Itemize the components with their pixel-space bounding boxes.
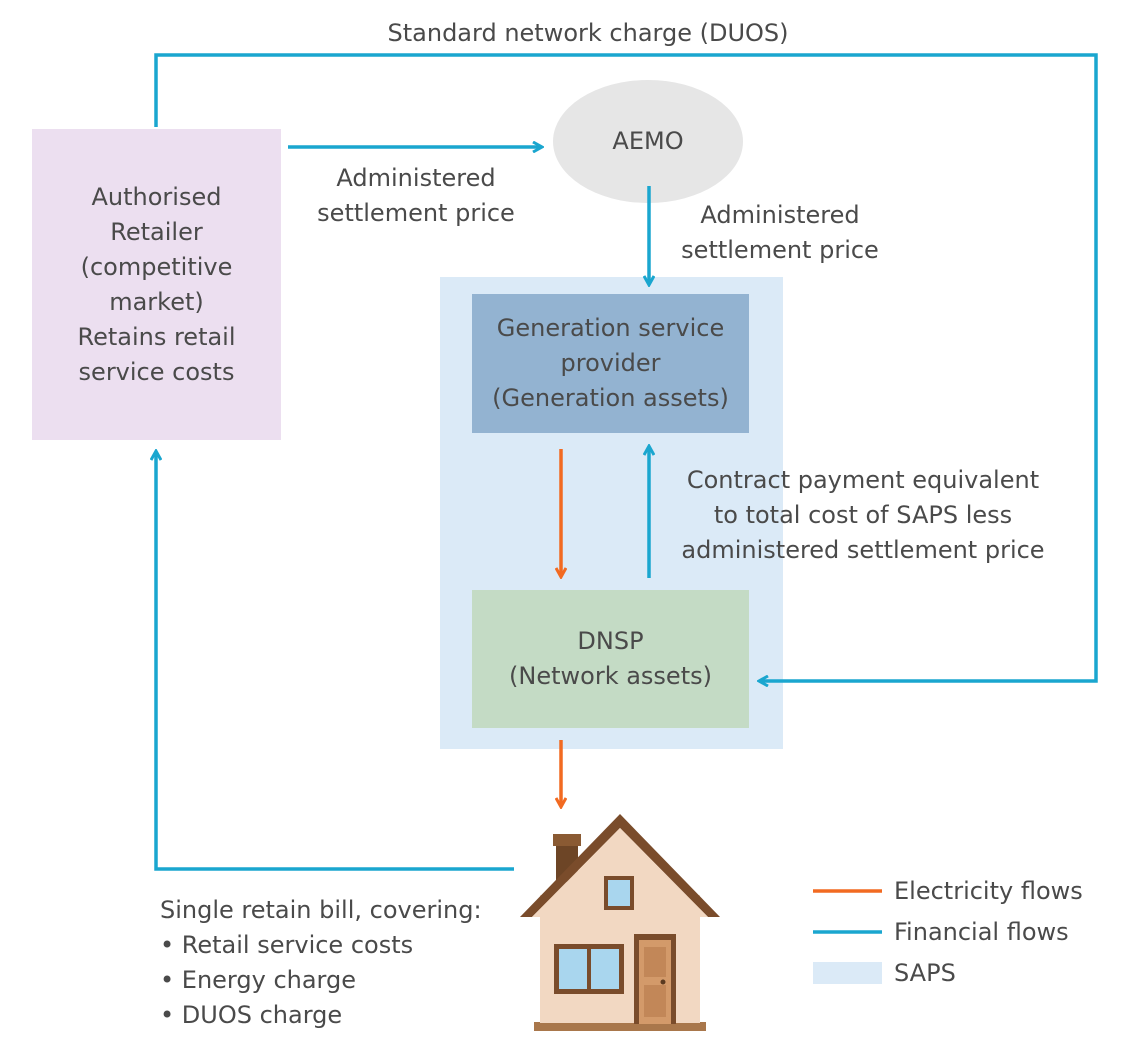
generation-service-provider-node: Generation service provider (Generation … <box>472 294 749 433</box>
retailer-line-5: Retains retail <box>77 322 236 351</box>
retailer-line-6: service costs <box>78 357 235 386</box>
aemo-label: AEMO <box>612 127 684 155</box>
bill-item-retail: • Retail service costs <box>160 931 414 959</box>
house-icon <box>520 814 720 1031</box>
contract-line-3: administered settlement price <box>681 536 1045 564</box>
bill-payment-flow <box>156 452 514 871</box>
bill-description: Single retain bill, covering: • Retail s… <box>160 893 482 1033</box>
legend-saps-swatch <box>813 962 882 984</box>
retailer-line-1: Authorised <box>91 182 222 211</box>
legend-electricity-label: Electricity flows <box>894 877 1083 905</box>
aemo-to-generation-line-1: Administered <box>700 201 860 229</box>
dnsp-line-2: (Network assets) <box>509 662 712 690</box>
aemo-to-generation-label: Administered settlement price <box>660 198 900 268</box>
legend-saps-label: SAPS <box>894 959 956 987</box>
bill-heading: Single retain bill, covering: <box>160 896 482 924</box>
duos-label: Standard network charge (DUOS) <box>387 19 789 47</box>
legend-financial-label: Financial flows <box>894 918 1069 946</box>
aemo-node: AEMO <box>553 80 743 203</box>
authorised-retailer-node: Authorised Retailer (competitive market)… <box>32 129 281 440</box>
retailer-to-aemo-line-1: Administered <box>336 164 496 192</box>
dnsp-node: DNSP (Network assets) <box>472 590 749 728</box>
duos-financial-flow <box>154 53 1098 681</box>
generation-line-3: (Generation assets) <box>492 384 729 412</box>
generation-line-1: Generation service <box>496 314 725 342</box>
retailer-line-4: market) <box>109 287 204 316</box>
bill-item-energy: • Energy charge <box>160 966 356 994</box>
retailer-line-2: Retailer <box>110 217 203 246</box>
bill-item-duos: • DUOS charge <box>160 1001 343 1029</box>
retailer-to-aemo-line-2: settlement price <box>317 199 515 227</box>
dnsp-line-1: DNSP <box>577 627 644 655</box>
retailer-to-aemo-label: Administered settlement price <box>296 161 536 231</box>
generation-line-2: provider <box>560 349 661 377</box>
contract-payment-label: Contract payment equivalent to total cos… <box>663 463 1063 568</box>
aemo-to-generation-line-2: settlement price <box>681 236 879 264</box>
contract-line-1: Contract payment equivalent <box>686 466 1040 494</box>
retailer-line-3: (competitive <box>80 252 233 281</box>
contract-line-2: to total cost of SAPS less <box>713 501 1013 529</box>
